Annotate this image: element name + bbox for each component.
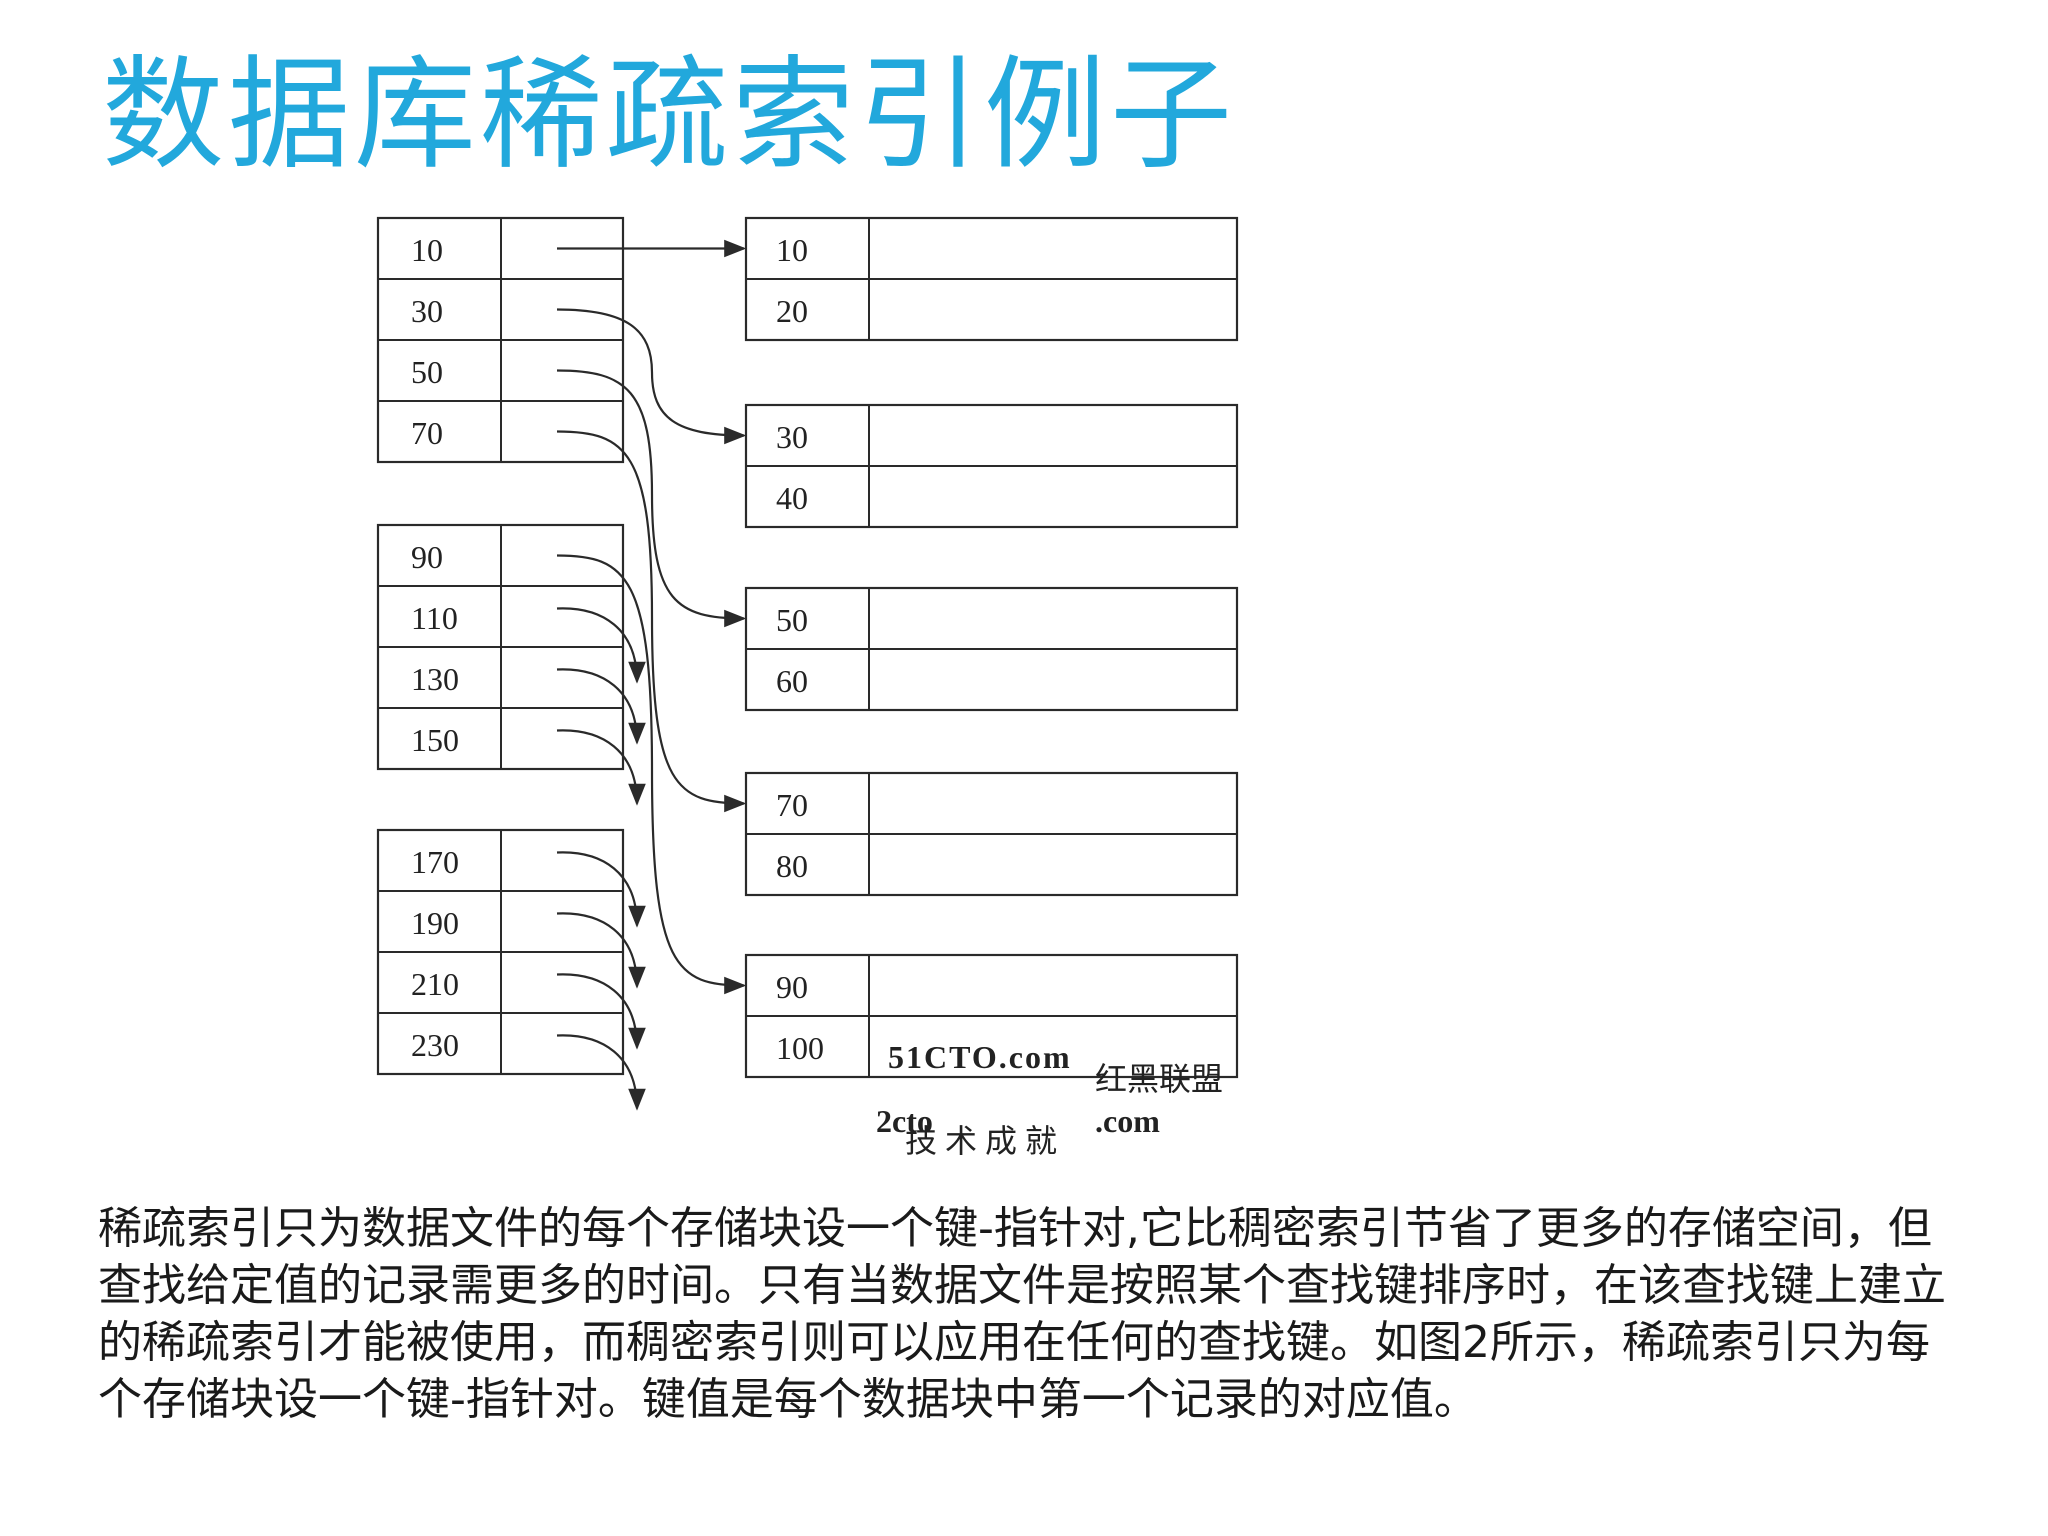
- index-block: 170 190 210 230: [376, 828, 625, 1076]
- index-key: 30: [411, 293, 443, 329]
- index-key: 70: [411, 415, 443, 451]
- index-block: 10 30 50 70: [376, 216, 625, 464]
- pointer-arrow-offscreen: [556, 973, 646, 1050]
- watermark-tag: 红黑联盟: [1095, 1061, 1223, 1097]
- pointer-arrow-offscreen: [556, 851, 646, 928]
- description-text: 稀疏索引只为数据文件的每个存储块设一个键-指针对,它比稠密索引节省了更多的存储空…: [98, 1203, 1946, 1425]
- index-key: 130: [411, 661, 459, 697]
- slide-title: 数据库稀疏索引例子: [102, 44, 1236, 186]
- pointer-arrow-offscreen: [556, 912, 646, 989]
- data-key: 30: [776, 419, 808, 455]
- data-block: 30 40: [744, 403, 1239, 529]
- data-block: 70 80: [744, 771, 1239, 897]
- pointer-arrow: [556, 430, 747, 813]
- data-key: 20: [776, 293, 808, 329]
- pointer-arrow-offscreen: [556, 729, 646, 806]
- watermark-2cto: 2cto: [876, 1103, 933, 1139]
- data-key: 80: [776, 848, 808, 884]
- index-key: 110: [411, 600, 458, 636]
- pointer-arrow: [556, 554, 747, 995]
- data-block: 50 60: [744, 586, 1239, 712]
- pointer-arrow-offscreen: [556, 607, 646, 684]
- data-key: 90: [776, 969, 808, 1005]
- pointer-arrow-offscreen: [556, 1034, 646, 1111]
- index-key: 170: [411, 844, 459, 880]
- index-block: 90 110 130 150: [376, 523, 625, 771]
- data-block: 10 20: [744, 216, 1239, 342]
- watermark-51cto: 51CTO.com: [888, 1039, 1072, 1075]
- index-key: 230: [411, 1027, 459, 1063]
- index-key: 90: [411, 539, 443, 575]
- data-key: 70: [776, 787, 808, 823]
- index-key: 50: [411, 354, 443, 390]
- index-key: 190: [411, 905, 459, 941]
- data-key: 100: [776, 1030, 824, 1066]
- watermark-com: .com: [1095, 1103, 1160, 1139]
- data-key: 50: [776, 602, 808, 638]
- index-key: 10: [411, 232, 443, 268]
- data-block: 90 100: [744, 953, 1239, 1079]
- data-key: 10: [776, 232, 808, 268]
- pointer-arrow: [556, 308, 747, 445]
- data-key: 40: [776, 480, 808, 516]
- sparse-index-diagram: 10 30 50 70 90 110 130 150 170 190 210 230 10 20 30 40…: [376, 216, 1239, 1159]
- watermark: 51CTO.com 红黑联盟 2cto .com 技 术 成 就: [876, 1039, 1223, 1159]
- pointer-arrow-offscreen: [556, 668, 646, 745]
- pointer-arrow: [556, 369, 747, 628]
- index-key: 150: [411, 722, 459, 758]
- watermark-sub: 技 术 成 就: [905, 1123, 1057, 1159]
- index-key: 210: [411, 966, 459, 1002]
- data-key: 60: [776, 663, 808, 699]
